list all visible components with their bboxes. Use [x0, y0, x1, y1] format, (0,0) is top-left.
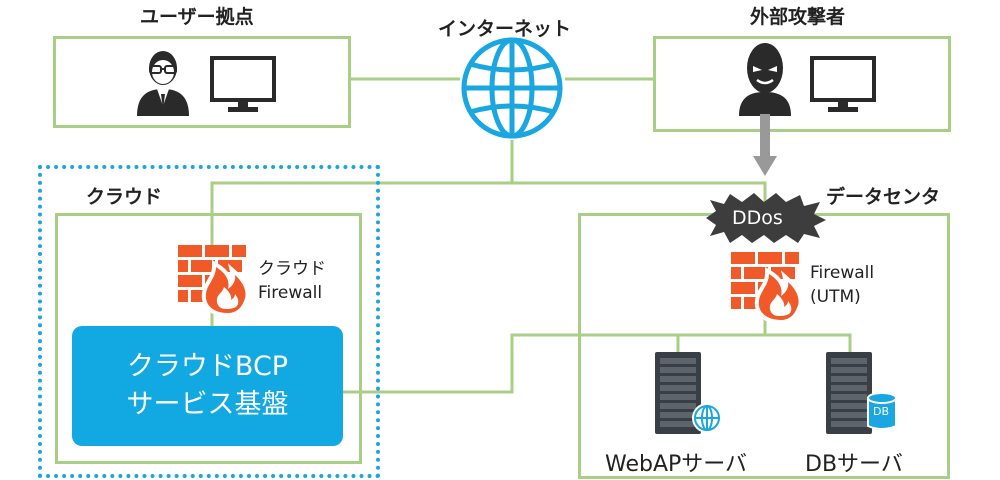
- db-badge-label: DB: [873, 405, 890, 418]
- attacker-label: 外部攻撃者: [750, 6, 846, 28]
- globe-icon: [461, 37, 563, 139]
- ddos-label: DDos: [732, 207, 783, 229]
- dc-firewall-label-line2: (UTM): [810, 287, 861, 307]
- db-server-label: DBサーバ: [805, 452, 903, 477]
- bcp-title-line1: クラウドBCP: [126, 351, 289, 382]
- web-server-label: WebAPサーバ: [605, 452, 748, 477]
- dc-firewall-label-line1: Firewall: [810, 263, 875, 283]
- cloud-bcp-platform: クラウドBCP サービス基盤: [72, 326, 343, 446]
- attack-arrow-icon: [753, 114, 777, 176]
- dc-firewall-icon: [731, 252, 803, 325]
- user-site-label: ユーザー拠点: [140, 6, 254, 28]
- cloud-firewall-label-line1: クラウド: [258, 259, 326, 279]
- cloud-firewall-label-line2: Firewall: [258, 283, 323, 303]
- datacenter-label: データセンタ: [826, 186, 941, 208]
- user-site-box: [53, 36, 351, 128]
- db-server-icon: [826, 352, 897, 434]
- cloud-label: クラウド: [86, 186, 163, 208]
- user-icon: [137, 51, 189, 116]
- ddos-burst-icon: [706, 193, 826, 243]
- user-monitor-icon: [210, 56, 276, 112]
- attacker-box: [653, 36, 951, 132]
- bcp-title-line2: サービス基盤: [126, 389, 289, 420]
- cloud-box: [55, 213, 362, 464]
- web-server-icon: [655, 352, 722, 434]
- cloud-firewall-icon: [178, 245, 250, 318]
- internet-label: インターネット: [438, 18, 572, 40]
- attacker-icon: [739, 43, 791, 116]
- cloud-zone-border: [38, 165, 380, 478]
- attacker-monitor-icon: [810, 56, 876, 112]
